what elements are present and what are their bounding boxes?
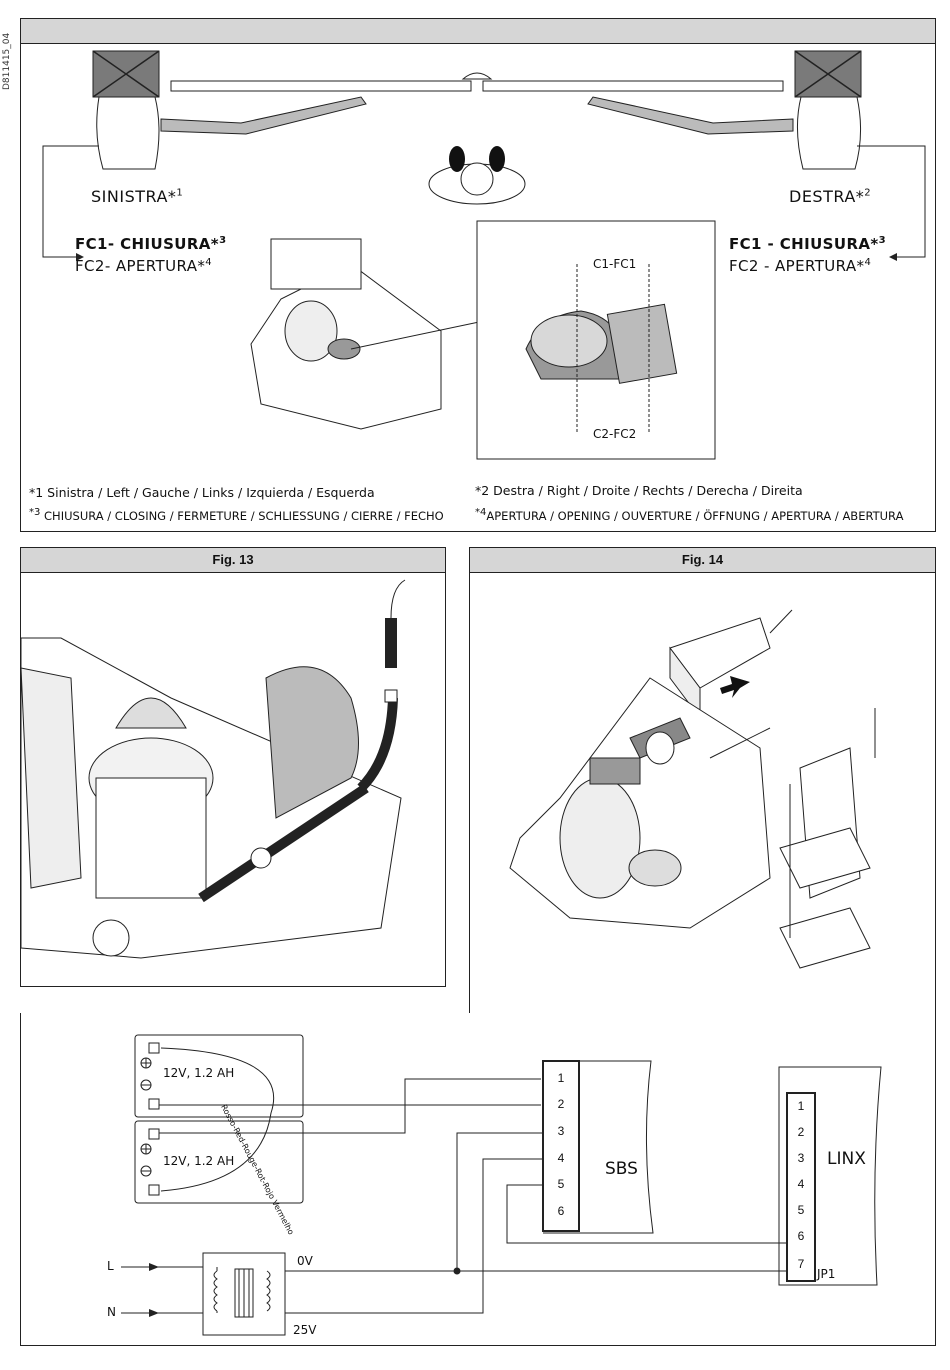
left-fc1-label: FC1- CHIUSURA*3 xyxy=(75,235,227,253)
linx-terminal-block xyxy=(786,1092,816,1282)
left-motor-cover xyxy=(96,96,160,170)
sbs-terminal-block xyxy=(542,1060,580,1232)
detail-c1-label: C1-FC1 xyxy=(591,257,639,271)
zero-volt-label: 0V xyxy=(297,1254,313,1268)
battery-2 xyxy=(134,1120,304,1204)
right-motor-cover xyxy=(796,96,862,170)
fig14-title: Fig. 14 xyxy=(470,548,935,573)
sbs-terminal: 4 xyxy=(557,1151,565,1165)
linx-terminal: 6 xyxy=(797,1229,805,1243)
jp1-label: JP1 xyxy=(817,1267,836,1281)
sbs-terminal: 6 xyxy=(557,1204,565,1218)
battery-2-label: 12V, 1.2 AH xyxy=(163,1154,235,1168)
legend-closing: *3 CHIUSURA / CLOSING / FERMETURE / SCHL… xyxy=(29,507,444,523)
legend-left: *1 Sinistra / Left / Gauche / Links / Iz… xyxy=(29,485,375,500)
sbs-terminal: 3 xyxy=(557,1124,565,1138)
linx-terminal: 1 xyxy=(797,1099,805,1113)
battery-1 xyxy=(134,1034,304,1118)
wiring-diagram xyxy=(121,1034,882,1336)
fig14-illustration xyxy=(509,609,876,969)
left-operator-label: SINISTRA*1 xyxy=(91,187,184,206)
wiring-panel: 12V, 1.2 AH 12V, 1.2 AH Rosso-Red-Rouge-… xyxy=(20,1013,936,1346)
battery-1-label: 12V, 1.2 AH xyxy=(163,1066,235,1080)
line-n-label: N xyxy=(107,1305,116,1319)
right-gate-leaf xyxy=(482,80,784,92)
right-arm xyxy=(587,96,794,135)
linx-terminal: 2 xyxy=(797,1125,805,1139)
fig14-panel: Fig. 14 xyxy=(469,547,936,1015)
fig13-panel: Fig. 13 xyxy=(20,547,446,987)
left-arm xyxy=(160,96,367,135)
sbs-terminal: 2 xyxy=(557,1097,565,1111)
fig13-illustration xyxy=(21,579,406,959)
right-fc2-label: FC2 - APERTURA*4 xyxy=(729,257,872,275)
sbs-terminal: 1 xyxy=(557,1071,565,1085)
document-code: D811415_04 xyxy=(2,32,12,90)
fig13-title: Fig. 13 xyxy=(21,548,445,573)
linx-label: LINX xyxy=(827,1149,866,1169)
top-panel-header xyxy=(21,19,935,44)
detail-c2-label: C2-FC2 xyxy=(591,427,639,441)
right-fc1-label: FC1 - CHIUSURA*3 xyxy=(729,235,887,253)
gate-operators-illustration xyxy=(42,50,926,460)
25v-label: 25V xyxy=(293,1323,317,1337)
linx-terminal: 3 xyxy=(797,1151,805,1165)
left-fc2-label: FC2- APERTURA*4 xyxy=(75,257,213,275)
sbs-label: SBS xyxy=(605,1159,638,1179)
line-l-label: L xyxy=(107,1259,114,1273)
top-panel: SINISTRA*1 DESTRA*2 FC1- CHIUSURA*3 FC2-… xyxy=(20,18,936,532)
legend-opening: *4APERTURA / OPENING / OUVERTURE / ÖFFNU… xyxy=(475,507,904,523)
left-gate-leaf xyxy=(170,80,472,92)
legend-right: *2 Destra / Right / Droite / Rechts / De… xyxy=(475,483,803,498)
linx-terminal: 5 xyxy=(797,1203,805,1217)
linx-terminal: 4 xyxy=(797,1177,805,1191)
right-operator-label: DESTRA*2 xyxy=(789,187,872,206)
linx-terminal: 7 xyxy=(797,1257,805,1271)
sbs-terminal: 5 xyxy=(557,1177,565,1191)
